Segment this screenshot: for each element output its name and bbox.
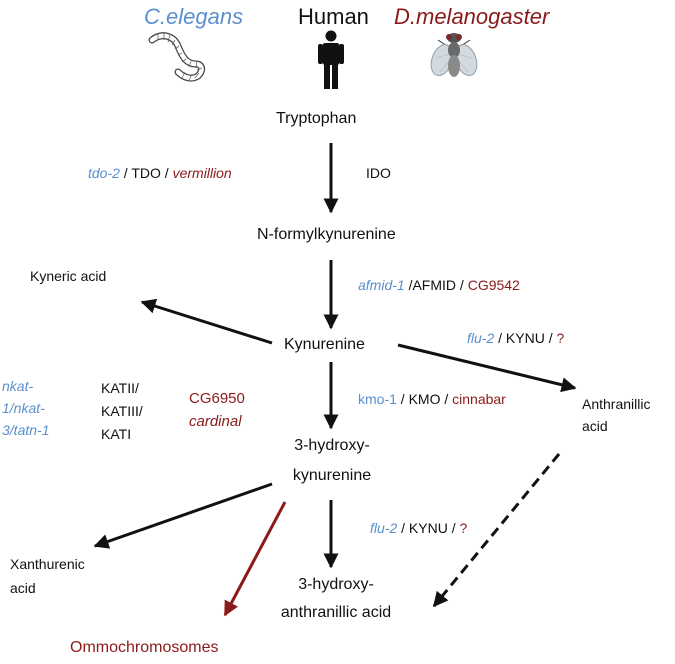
enzyme-kmo-dm: cinnabar: [452, 391, 506, 407]
enzyme-kynu-top-ce: flu-2: [467, 330, 495, 346]
node-kyneric-acid: Kyneric acid: [30, 268, 107, 284]
enzyme-kmo-hs: KMO: [408, 391, 441, 407]
enzyme-kynu-top-hs: KYNU: [505, 330, 545, 346]
species-celegans: C.elegans: [144, 4, 244, 29]
enzyme-afmid: afmid-1 /AFMID / CG9542: [358, 277, 520, 293]
node-ommochromosomes: Ommochromosomes: [70, 639, 219, 656]
enzyme-tdo: tdo-2 / TDO / vermillion: [88, 165, 232, 181]
enzyme-kynu-bottom-dm: ?: [459, 520, 468, 536]
enzyme-kat-hs-line2: KATIII/: [101, 403, 143, 419]
enzyme-kat-ce-line1: nkat-: [2, 378, 34, 394]
enzyme-kmo: kmo-1 / KMO / cinnabar: [358, 391, 506, 407]
node-3-hydroxykynurenine-line1: 3-hydroxy-: [294, 437, 370, 454]
node-anthranillic-acid-line1: Anthranillic: [582, 396, 651, 412]
enzyme-kat-dm-line1: CG6950: [189, 390, 245, 407]
enzyme-kynu-top-dm: ?: [556, 330, 565, 346]
enzyme-kat-hs-line3: KATI: [101, 426, 132, 442]
node-xanthurenic-acid-line2: acid: [10, 580, 36, 596]
enzyme-tdo-hs: TDO: [131, 165, 161, 181]
node-xanthurenic-acid-line1: Xanthurenic: [10, 556, 85, 572]
arrow-anthranillic-haa: [432, 453, 561, 608]
worm-icon: [148, 32, 206, 82]
enzyme-kat-dm-line2: cardinal: [189, 413, 242, 430]
node-3-hydroxyanthranillic-line1: 3-hydroxy-: [298, 576, 374, 593]
enzyme-kat-ce-line3: 3/tatn-1: [2, 422, 50, 438]
enzyme-afmid-hs: AFMID: [412, 277, 457, 293]
enzyme-afmid-ce: afmid-1: [358, 277, 405, 293]
arrow-hk-ommo: [223, 501, 287, 617]
enzyme-kmo-ce: kmo-1: [358, 391, 397, 407]
species-dmel: D.melanogaster: [394, 4, 550, 29]
enzyme-ido: IDO: [366, 165, 391, 181]
enzyme-kat-ce-line2: 1/nkat-: [2, 400, 45, 416]
enzyme-tdo-ce: tdo-2: [88, 165, 120, 181]
node-3-hydroxyanthranillic-line2: anthranillic acid: [280, 604, 392, 621]
enzyme-kynu-bottom-ce: flu-2: [370, 520, 398, 536]
enzyme-kynu-top: flu-2 / KYNU / ?: [467, 330, 565, 346]
enzyme-tdo-dm: vermillion: [172, 165, 232, 181]
human-icon: [318, 30, 344, 89]
enzyme-kat-hs-line1: KATII/: [101, 380, 139, 396]
fly-icon: [430, 33, 478, 77]
enzyme-kynu-bottom-hs: KYNU: [408, 520, 448, 536]
node-anthranillic-acid-line2: acid: [582, 418, 608, 434]
node-3-hydroxykynurenine-line2: kynurenine: [292, 467, 372, 484]
arrow-kyn-kyneric: [140, 298, 273, 345]
node-n-formylkynurenine: N-formylkynurenine: [257, 226, 396, 243]
enzyme-kynu-bottom: flu-2 / KYNU / ?: [370, 520, 468, 536]
enzyme-afmid-dm: CG9542: [467, 277, 520, 293]
arrow-kyn-anthranillic: [397, 343, 577, 393]
species-human: Human: [298, 4, 369, 29]
arrow-hk-xanth: [93, 482, 273, 549]
node-tryptophan: Tryptophan: [276, 110, 357, 127]
node-kynurenine: Kynurenine: [284, 336, 365, 353]
